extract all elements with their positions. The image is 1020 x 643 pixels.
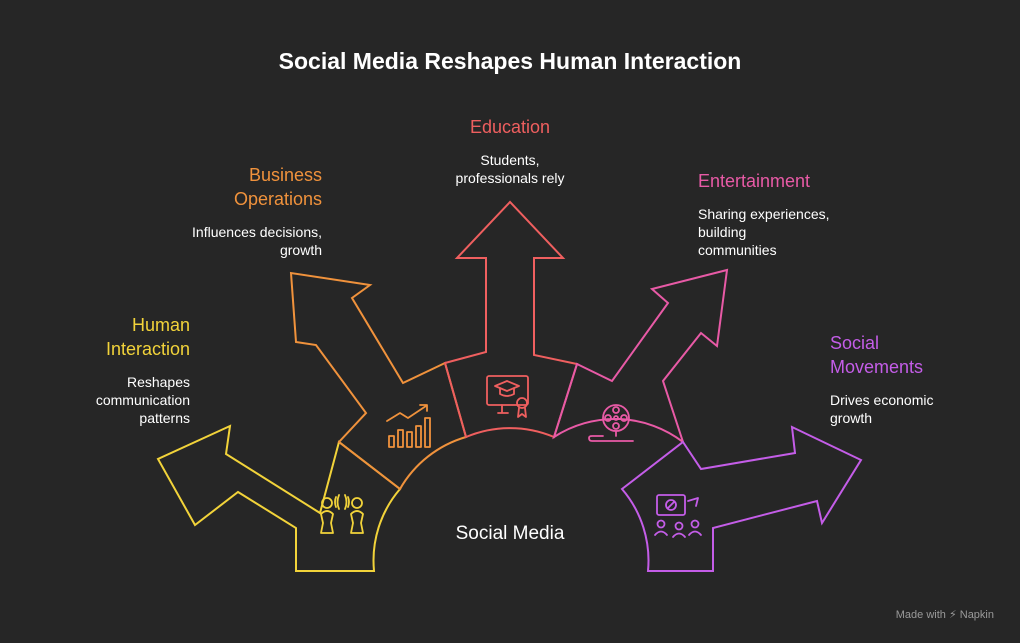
description-line: professionals rely (455, 170, 565, 186)
branch-education-description: Students, professionals rely (420, 151, 600, 187)
description-line: patterns (139, 410, 190, 426)
people-talking-icon (320, 494, 364, 534)
label-line: Entertainment (698, 171, 811, 191)
branch-social-movements-label: Social Movements (830, 331, 990, 379)
branch-business-operations-description: Influences decisions, growth (150, 223, 322, 259)
label-line: Human (131, 315, 190, 335)
branch-social-movements-shape (620, 425, 863, 572)
label-line: Education (469, 117, 551, 137)
branch-entertainment-label: Entertainment (698, 169, 898, 193)
branch-business-operations-label: Business Operations (170, 163, 322, 211)
film-reel-icon (588, 404, 634, 442)
label-line: Movements (830, 357, 924, 377)
branch-entertainment-description: Sharing experiences, building communitie… (698, 205, 898, 259)
branch-business-operations-shape (289, 271, 468, 491)
description-line: growth (830, 410, 873, 426)
hub-label: Social Media (455, 523, 565, 544)
description-line: Drives economic (830, 392, 934, 408)
description-line: Sharing experiences, (698, 206, 830, 222)
label-line: Social (830, 333, 880, 353)
branch-entertainment-shape (552, 268, 729, 445)
branch-education-label: Education (410, 115, 610, 139)
label-line: Interaction (105, 339, 190, 359)
branch-human-interaction-label: Human Interaction (60, 313, 190, 361)
branch-human-interaction-description: Reshapes communication patterns (40, 373, 190, 427)
protest-crowd-icon (654, 494, 702, 538)
label-line: Business (248, 165, 322, 185)
description-line: Students, (480, 152, 540, 168)
branch-human-interaction-shape (156, 424, 402, 572)
description-line: communities (698, 242, 777, 258)
footer-attribution: Made with ⚡︎ Napkin (896, 608, 994, 621)
description-line: communication (95, 392, 190, 408)
description-line: building (698, 224, 747, 240)
diagram-title: Social Media Reshapes Human Interaction (278, 48, 742, 74)
description-line: Reshapes (126, 374, 190, 390)
description-line: growth (279, 242, 322, 258)
footer-made-with: Made with (895, 609, 946, 621)
label-line: Operations (233, 189, 322, 209)
footer-brand: Napkin (959, 609, 994, 621)
description-line: Influences decisions, (192, 224, 322, 240)
branch-education-shape (443, 200, 579, 439)
napkin-logo-icon: ⚡︎ (948, 609, 957, 621)
branch-social-movements-description: Drives economic growth (830, 391, 1000, 427)
graduation-monitor-icon (486, 375, 529, 418)
bar-chart-growth-icon (386, 404, 431, 448)
